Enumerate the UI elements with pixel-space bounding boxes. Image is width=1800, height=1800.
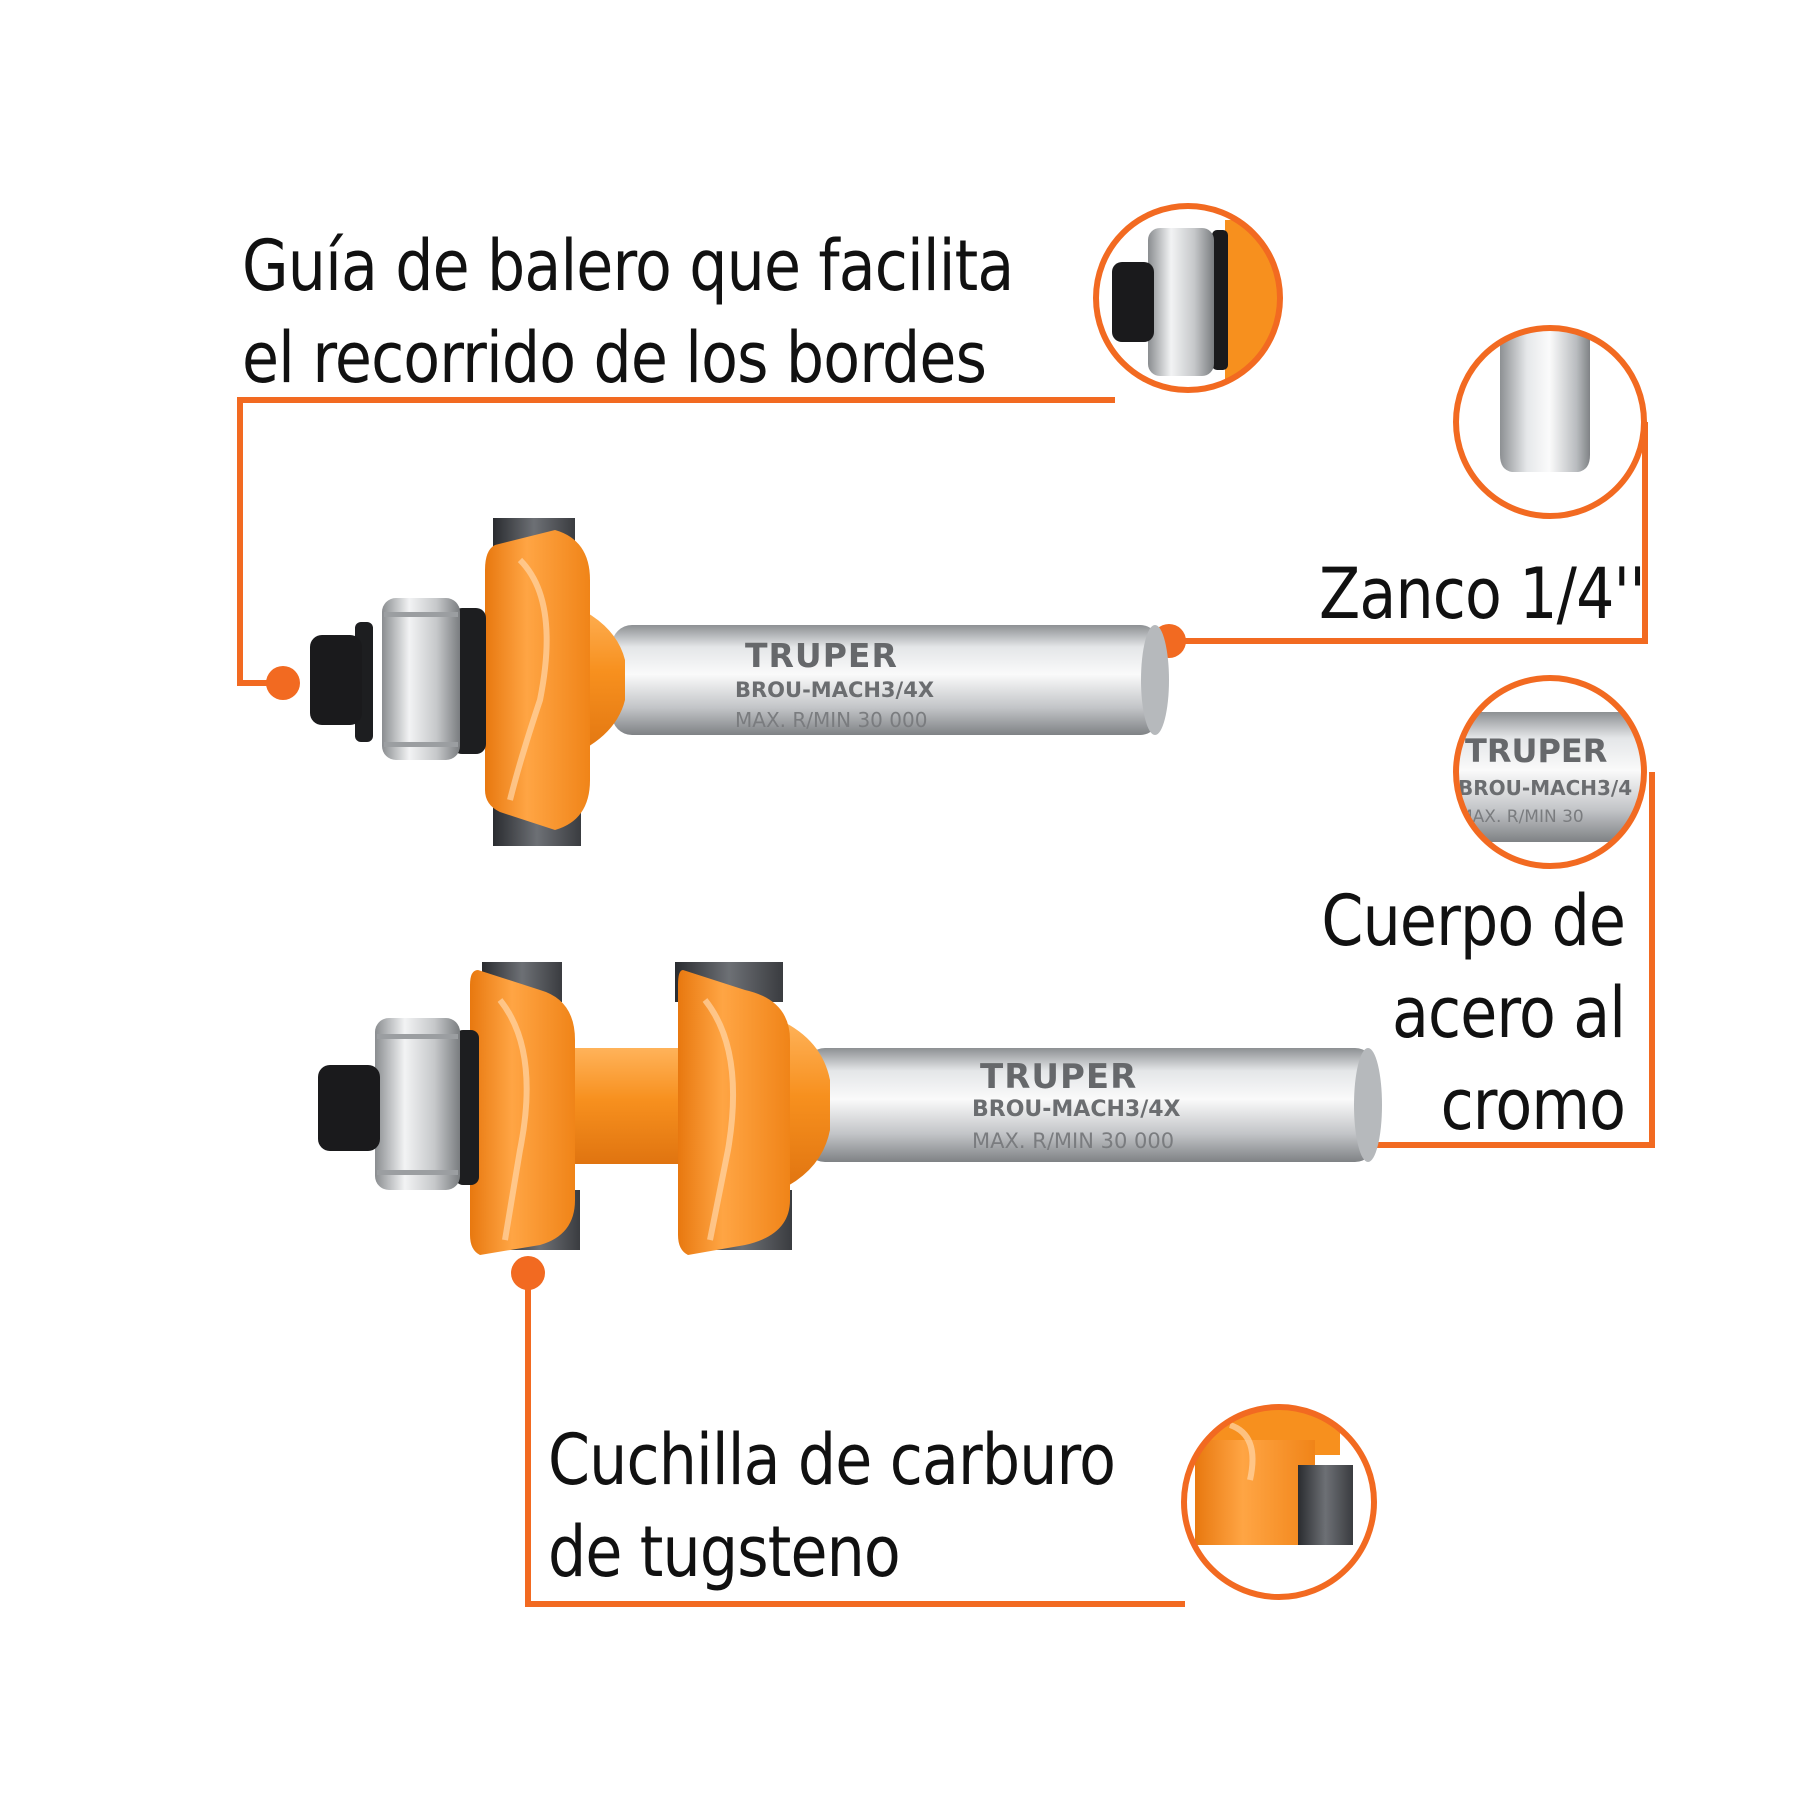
shank-icon (1500, 328, 1590, 472)
bearing-top (382, 598, 460, 760)
zoom-bearing-guide (1093, 203, 1283, 393)
bearing-bottom (375, 1018, 460, 1190)
zoom-carbide-blade (1181, 1404, 1377, 1600)
leader-line-guia (237, 397, 1115, 686)
zoom-shank (1453, 325, 1647, 519)
zoom-engraving-rpm: MAX. R/MIN 30 (1458, 807, 1584, 827)
leader-line-zanco (1169, 422, 1648, 644)
caption-steel-body-line-2: acero al (1391, 972, 1626, 1054)
caption-shank-line-1: Zanco 1/4'' (1319, 553, 1646, 635)
leader-dot-guia (266, 666, 300, 700)
callout-leaders (237, 397, 1655, 1607)
bit-top-brand: TRUPER (745, 636, 898, 675)
caption-bearing-guide: Guía de balero que facilita el recorrido… (242, 220, 1014, 404)
leader-line-cuchilla (525, 1275, 1185, 1607)
engraved-body-icon: TRUPER BROU-MACH3/4 MAX. R/MIN 30 (1456, 712, 1644, 842)
bit-top-rpm: MAX. R/MIN 30 000 (735, 708, 927, 732)
caption-bearing-guide-line-2: el recorrido de los bordes (242, 317, 987, 399)
leader-line-cuerpo (1290, 772, 1655, 1148)
router-bit-top: TRUPER BROU-MACH3/4X MAX. R/MIN 30 000 (310, 518, 1169, 846)
zoom-engraving-brand: TRUPER (1465, 732, 1607, 770)
caption-bearing-guide-line-1: Guía de balero que facilita (242, 225, 1014, 307)
caption-shank: Zanco 1/4'' (1319, 548, 1646, 640)
caption-steel-body: Cuerpo de acero al cromo (1321, 875, 1626, 1151)
bit-top-model: BROU-MACH3/4X (735, 678, 934, 702)
bit-bottom-brand: TRUPER (980, 1057, 1137, 1097)
cutter-head-top (485, 530, 590, 830)
router-bit-bottom: TRUPER BROU-MACH3/4X MAX. R/MIN 30 000 (318, 962, 1382, 1255)
bit-bottom-model: BROU-MACH3/4X (972, 1097, 1181, 1122)
caption-carbide-blade-line-2: de tugsteno (548, 1511, 901, 1593)
shank-top (612, 625, 1160, 735)
bit-bottom-rpm: MAX. R/MIN 30 000 (972, 1129, 1174, 1153)
caption-carbide-blade-line-1: Cuchilla de carburo (548, 1419, 1116, 1501)
zoom-engraved-body: TRUPER BROU-MACH3/4 MAX. R/MIN 30 (1453, 675, 1647, 869)
caption-steel-body-line-3: cromo (1440, 1064, 1625, 1146)
shank-bottom (805, 1048, 1375, 1162)
caption-steel-body-line-1: Cuerpo de (1321, 880, 1626, 962)
caption-carbide-blade: Cuchilla de carburo de tugsteno (548, 1414, 1116, 1598)
cutter-head-bottom-left (470, 970, 575, 1255)
zoom-engraving-model: BROU-MACH3/4 (1458, 776, 1632, 800)
bearing-guide-icon (1148, 228, 1214, 376)
leader-dot-cuchilla (511, 1256, 545, 1290)
